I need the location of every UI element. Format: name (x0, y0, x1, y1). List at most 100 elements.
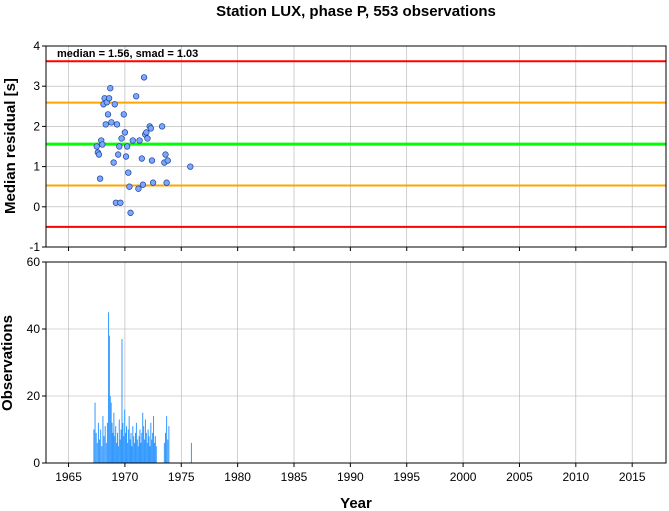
residual-grid (46, 45, 666, 248)
observation-bar (164, 432, 166, 463)
residual-y-label: Median residual [s] (2, 78, 19, 214)
residual-point (187, 163, 194, 170)
residual-point (117, 199, 124, 206)
residual-point (138, 155, 145, 162)
observation-bar (142, 412, 144, 463)
observation-bar (122, 422, 124, 463)
residual-point (113, 121, 121, 128)
x-tick-label: 2015 (619, 470, 646, 484)
y-tick-label: 2 (33, 119, 40, 133)
threshold-lines (46, 60, 666, 228)
observation-bar (135, 432, 137, 463)
x-tick-label: 1975 (168, 470, 195, 484)
observation-bar (166, 416, 168, 463)
residual-point (120, 111, 127, 118)
x-axis-label: Year (340, 495, 372, 511)
x-tick-label: 1995 (393, 470, 420, 484)
observation-bar (109, 396, 111, 463)
observation-bar (190, 442, 192, 463)
observation-bar (155, 446, 157, 463)
x-tick-label: 1970 (112, 470, 139, 484)
observation-bar (147, 429, 149, 463)
residual-point (144, 135, 151, 142)
residual-point (163, 179, 170, 186)
observation-bar (132, 426, 134, 463)
observation-bar (97, 422, 99, 463)
observation-bar (146, 442, 148, 463)
observation-bar (128, 416, 130, 463)
observation-bar (121, 339, 123, 463)
x-tick-label: 2010 (562, 470, 589, 484)
observation-bar (93, 429, 95, 463)
observation-bar (117, 446, 119, 463)
x-tick-label: 1965 (55, 470, 82, 484)
observation-bar (112, 432, 114, 463)
residual-point (158, 123, 166, 130)
residual-point (149, 179, 157, 186)
observation-bar (106, 422, 108, 463)
observation-bar (94, 402, 96, 463)
observation-bars (93, 312, 192, 463)
observation-bar (113, 412, 115, 463)
observation-bar (127, 429, 129, 463)
chart-title: Station LUX, phase P, 553 observations (216, 3, 496, 20)
observation-bar (134, 442, 136, 463)
observation-bar (116, 432, 118, 463)
observation-bar (130, 432, 132, 463)
residual-point (136, 137, 143, 144)
y-tick-label: 4 (33, 39, 40, 53)
observation-bar (100, 429, 102, 463)
observation-bar (143, 426, 145, 463)
observation-bar (137, 446, 139, 463)
residual-point (108, 119, 115, 126)
residual-point (135, 185, 142, 192)
observation-bar (119, 439, 121, 463)
residual-point (122, 153, 130, 160)
observation-bar (153, 416, 155, 463)
residual-point (127, 209, 134, 216)
x-tick-label: 1990 (337, 470, 364, 484)
observation-bar (108, 312, 110, 463)
observation-bar (101, 446, 103, 463)
observation-bar (141, 432, 143, 463)
y-tick-label: 1 (33, 160, 40, 174)
observation-bar (163, 442, 165, 463)
observation-bar (139, 429, 141, 463)
residual-point (129, 137, 136, 144)
observation-bar (120, 429, 122, 463)
x-tick-label: 1980 (224, 470, 251, 484)
residual-point (110, 159, 117, 166)
residual-point (164, 157, 171, 164)
observation-bar (103, 436, 105, 463)
y-tick-label: 40 (27, 322, 41, 336)
observation-bar (108, 335, 110, 463)
residual-point (116, 143, 123, 150)
y-tick-label: 60 (27, 255, 41, 269)
observation-bar (105, 442, 107, 463)
observation-bar (123, 436, 125, 463)
residual-point (99, 141, 106, 148)
median-annotation: median = 1.56, smad = 1.03 (57, 48, 198, 60)
observation-bar (129, 439, 131, 463)
observation-bar (145, 432, 147, 463)
observation-bar (138, 436, 140, 463)
residual-point (121, 129, 129, 136)
observation-bar (99, 439, 101, 463)
residual-point (104, 111, 112, 118)
observation-bar (167, 439, 169, 463)
observation-bar (125, 426, 127, 463)
residual-point (139, 181, 147, 188)
observation-bar (154, 436, 156, 463)
observation-bar (148, 436, 150, 463)
residual-point (96, 175, 104, 182)
observation-bar (110, 402, 112, 463)
residual-point (102, 121, 109, 128)
observation-bar (96, 442, 98, 463)
observation-bar (102, 416, 104, 463)
residual-point (95, 151, 103, 158)
